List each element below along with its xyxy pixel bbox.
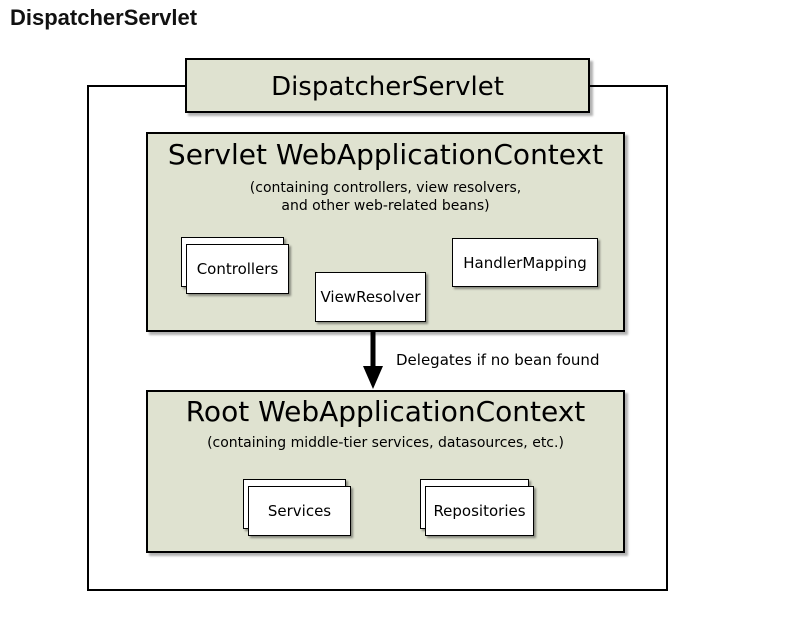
handlermapping-bean-label: HandlerMapping <box>463 253 587 272</box>
dispatcher-servlet-label: DispatcherServlet <box>271 71 504 102</box>
repositories-bean-box: Repositories <box>425 486 534 536</box>
page-title: DispatcherServlet <box>10 5 198 30</box>
delegates-annotation: Delegates if no bean found <box>396 351 600 369</box>
controllers-bean-stack: Controllers <box>181 237 290 295</box>
root-context-title: Root WebApplicationContext <box>185 395 586 428</box>
services-bean-stack: Services <box>243 479 352 537</box>
controllers-bean-label: Controllers <box>196 260 279 278</box>
viewresolver-bean-label: ViewResolver <box>320 288 421 306</box>
root-context-subtitle: (containing middle-tier services, dataso… <box>207 435 564 451</box>
repositories-bean-label: Repositories <box>433 502 526 520</box>
servlet-webapplicationcontext-box: Servlet WebApplicationContext (containin… <box>146 132 625 332</box>
repositories-bean-stack: Repositories <box>420 479 535 537</box>
root-webapplicationcontext-box: Root WebApplicationContext (containing m… <box>146 390 625 553</box>
services-bean-box: Services <box>248 486 351 536</box>
servlet-context-subtitle-line2: and other web-related beans) <box>281 198 490 214</box>
handlermapping-bean-box: HandlerMapping <box>452 238 598 287</box>
servlet-context-subtitle-line1: (containing controllers, view resolvers, <box>249 180 522 196</box>
services-bean-label: Services <box>267 502 332 520</box>
controllers-bean-box: Controllers <box>186 244 289 294</box>
dispatcher-servlet-box: DispatcherServlet <box>185 58 590 113</box>
viewresolver-bean-box: ViewResolver <box>315 272 426 322</box>
arrow-down-icon <box>363 332 383 389</box>
servlet-context-title: Servlet WebApplicationContext <box>167 138 604 171</box>
